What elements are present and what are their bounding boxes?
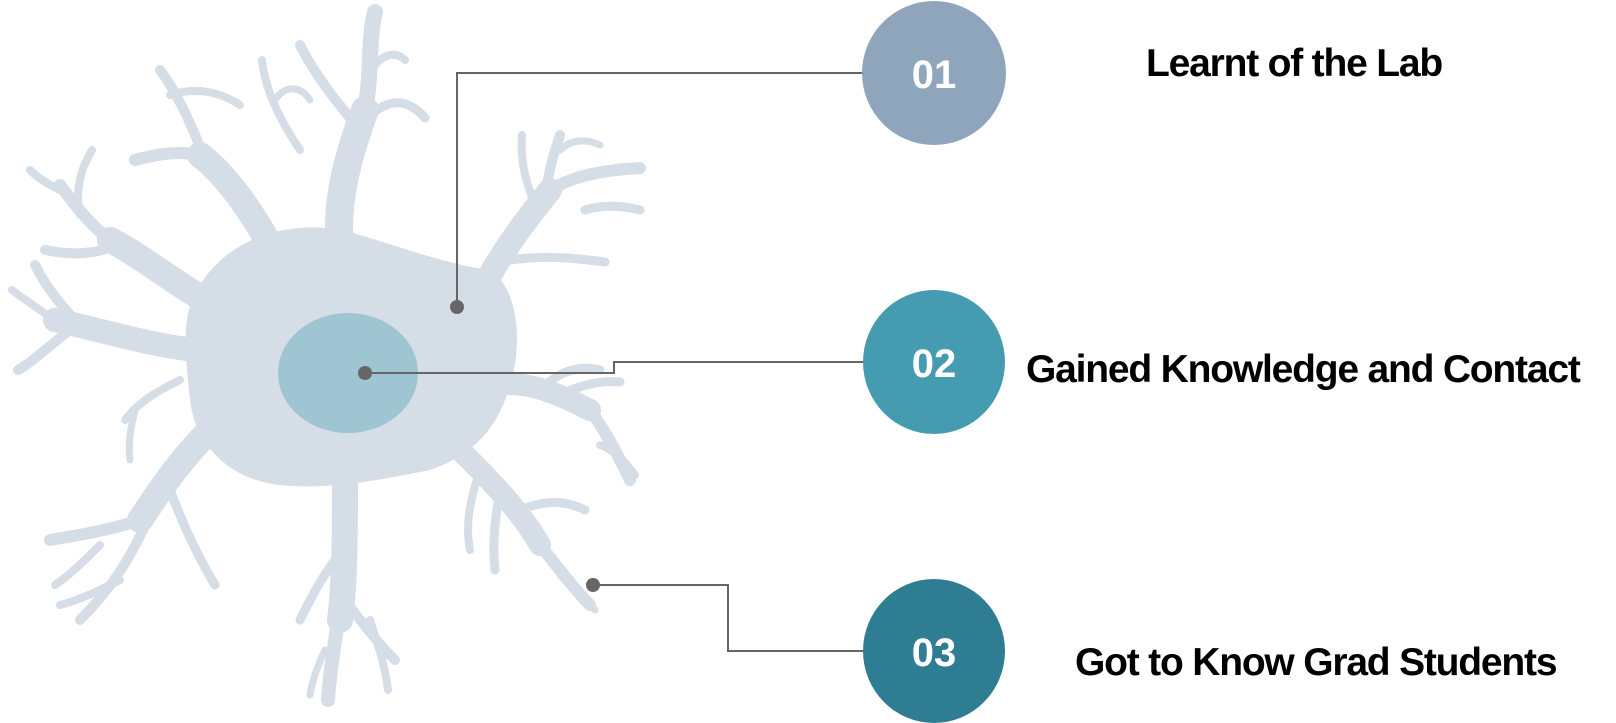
connector-2-dot bbox=[358, 366, 372, 380]
connector-3-dot bbox=[586, 578, 600, 592]
neuron-illustration bbox=[8, 4, 646, 707]
step-2-label: Gained Knowledge and Contact bbox=[1026, 348, 1581, 391]
connector-3 bbox=[586, 578, 864, 652]
connector-2 bbox=[358, 361, 864, 380]
nucleus bbox=[278, 313, 418, 433]
step-2-number: 02 bbox=[912, 342, 957, 386]
step-1-label: Learnt of the Lab bbox=[1146, 42, 1443, 85]
connector-1 bbox=[450, 72, 864, 314]
step-3-badge: 03 bbox=[863, 579, 1005, 723]
step-3-label: Got to Know Grad Students bbox=[1075, 641, 1558, 684]
connector-1-dot bbox=[450, 300, 464, 314]
dendrites bbox=[8, 4, 646, 707]
step-1-badge: 01 bbox=[862, 1, 1006, 145]
step-3-number: 03 bbox=[912, 631, 957, 675]
step-2-badge: 02 bbox=[863, 290, 1005, 434]
step-1-number: 01 bbox=[912, 53, 957, 97]
